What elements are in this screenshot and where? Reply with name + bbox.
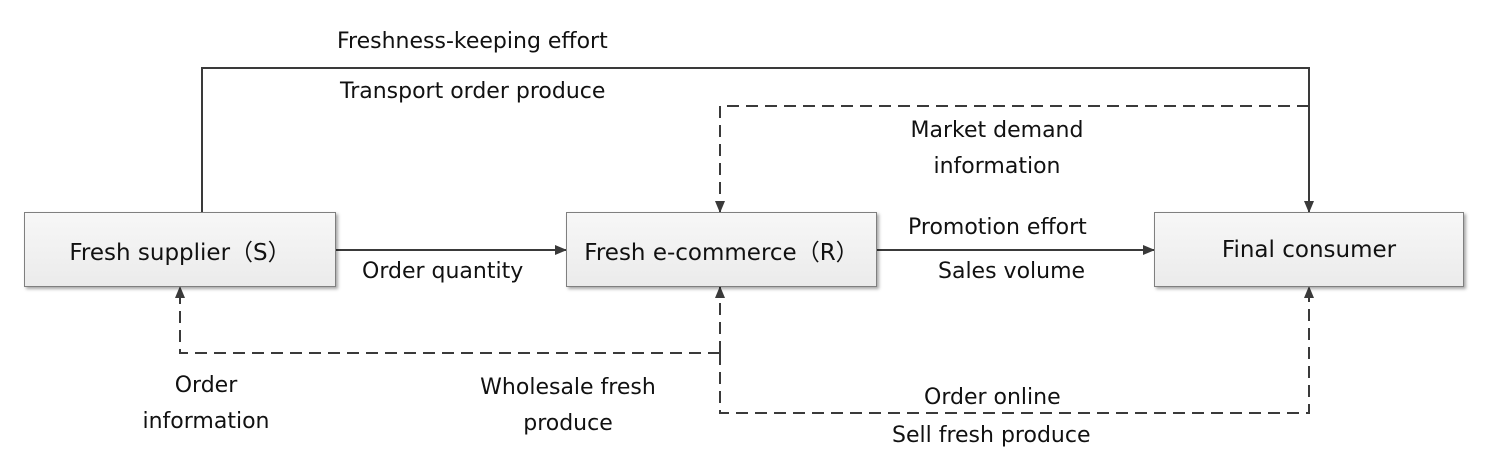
order-online-connector xyxy=(719,286,1314,414)
wholesale-label: Wholesale fresh produce xyxy=(462,370,674,442)
order-quantity-label: Order quantity xyxy=(362,259,524,284)
market-demand-label: Market demand information xyxy=(880,113,1114,185)
order-information-line-1: Order xyxy=(174,373,238,398)
order-information-connector xyxy=(175,286,720,354)
freshness-effort-label: Freshness-keeping effort xyxy=(337,29,608,54)
fresh-supplier-box: Fresh supplier（S） xyxy=(24,212,336,287)
market-demand-connector xyxy=(715,105,1309,213)
wholesale-line-1: Wholesale fresh xyxy=(480,375,656,400)
wholesale-line-2: produce xyxy=(523,411,613,436)
final-consumer-label: Final consumer xyxy=(1221,236,1397,263)
market-demand-line-2: information xyxy=(933,154,1061,179)
fresh-supplier-label: Fresh supplier（S） xyxy=(69,239,291,266)
final-consumer-box: Final consumer xyxy=(1154,212,1464,287)
fresh-ecommerce-label: Fresh e-commerce（R） xyxy=(584,239,859,266)
promotion-effort-label: Promotion effort xyxy=(908,215,1087,240)
sales-volume-label: Sales volume xyxy=(938,259,1086,284)
order-online-label: Order online xyxy=(924,385,1061,410)
fresh-ecommerce-box: Fresh e-commerce（R） xyxy=(566,212,877,287)
order-information-line-2: information xyxy=(142,409,270,434)
sell-fresh-label: Sell fresh produce xyxy=(892,423,1091,448)
order-information-label: Order information xyxy=(115,368,297,440)
transport-order-label: Transport order produce xyxy=(340,79,606,104)
market-demand-line-1: Market demand xyxy=(910,118,1084,143)
freshness-transport-connector xyxy=(201,67,1314,213)
